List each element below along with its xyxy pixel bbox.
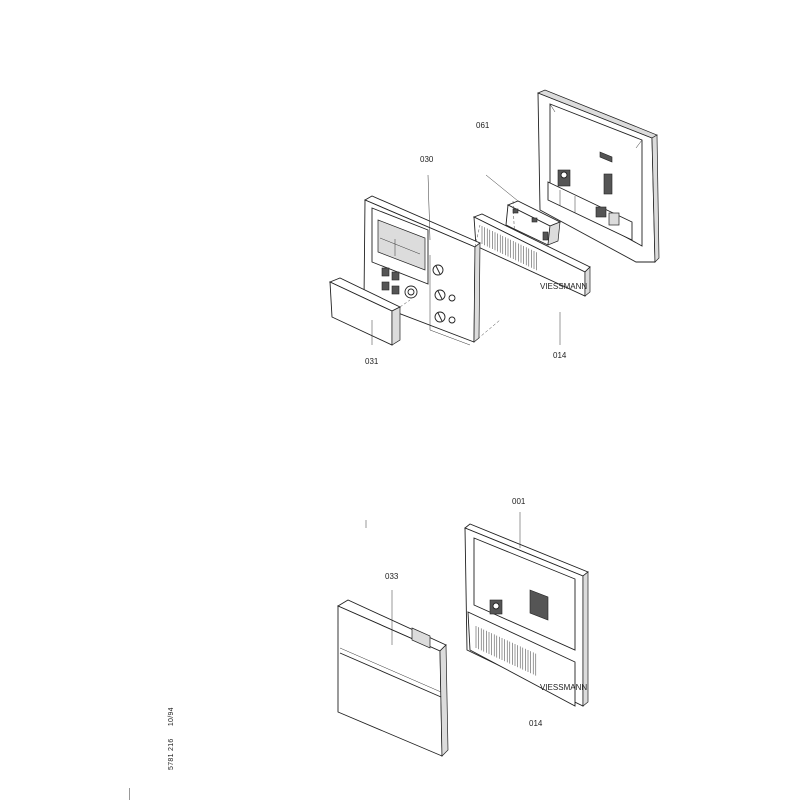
doc-number: 5781 216 <box>168 738 175 770</box>
margin-code: 5781 216 10/94 <box>168 697 175 770</box>
front-strip-014-top: VIESSMANN <box>472 213 591 345</box>
label-031: 031 <box>365 357 379 366</box>
label-014-bottom: 014 <box>529 719 543 728</box>
cover-031 <box>328 277 411 346</box>
label-061: 061 <box>476 121 490 130</box>
label-001: 001 <box>512 497 526 506</box>
svg-text:VIESSMANN: VIESSMANN <box>540 282 587 291</box>
control-panel-030 <box>363 174 501 346</box>
label-030: 030 <box>420 155 434 164</box>
top-exploded-view: VIESSMANN <box>328 89 660 366</box>
doc-date: 10/94 <box>168 707 175 727</box>
label-033: 033 <box>385 572 399 581</box>
wall-housing-top <box>537 89 660 263</box>
bottom-exploded-view: VIESSMANN 001 033 014 <box>337 497 589 757</box>
page-edge-mark <box>129 788 130 800</box>
module-061 <box>485 174 562 246</box>
label-014-top: 014 <box>553 351 567 360</box>
front-cover-033 <box>337 520 449 757</box>
svg-text:VIESSMANN: VIESSMANN <box>540 683 587 692</box>
housing-001: VIESSMANN <box>464 512 589 707</box>
